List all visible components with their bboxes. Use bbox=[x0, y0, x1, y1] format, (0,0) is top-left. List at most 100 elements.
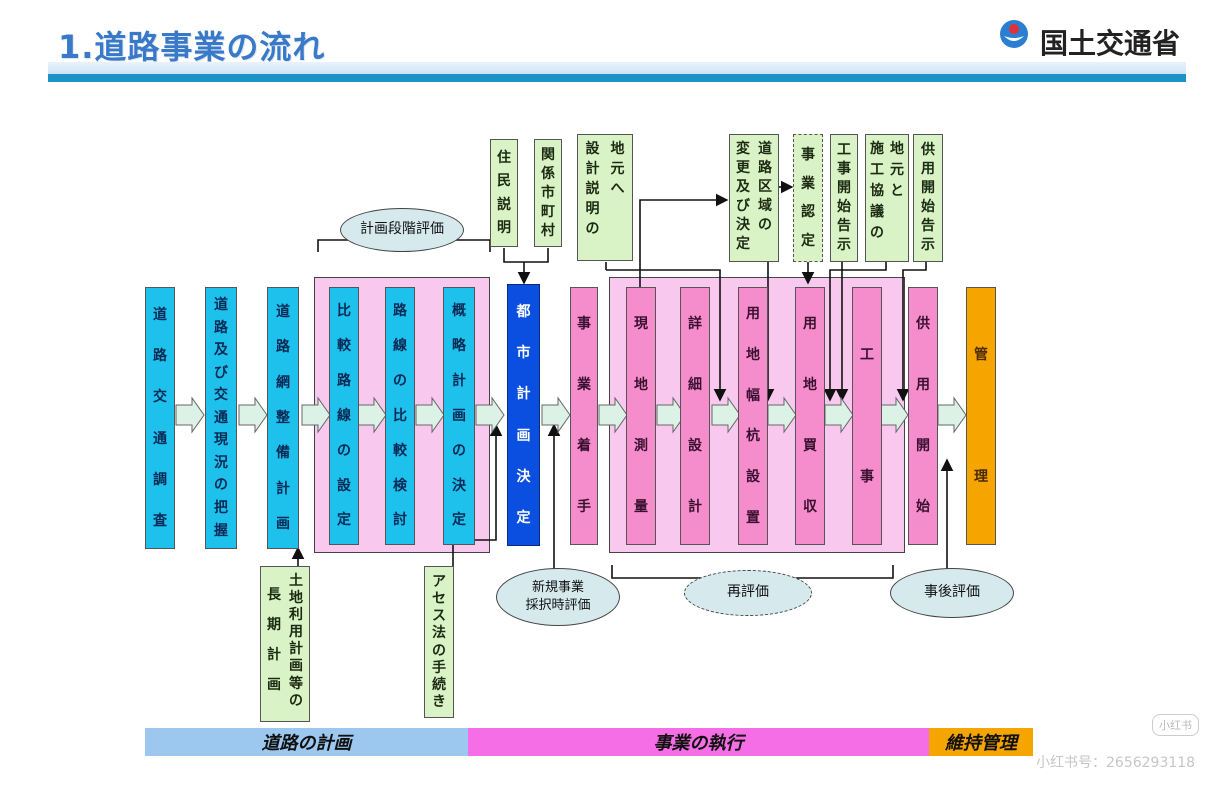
stage-outline-plan: 概略計画の決定 bbox=[443, 287, 475, 545]
char: 変 bbox=[736, 141, 750, 157]
char: ス bbox=[432, 608, 446, 625]
char: 網 bbox=[276, 374, 290, 391]
char: 始 bbox=[921, 199, 935, 216]
char: 杭 bbox=[746, 428, 760, 445]
char: 検 bbox=[393, 477, 407, 494]
char: 計 bbox=[516, 386, 531, 403]
char: 道 bbox=[153, 306, 167, 323]
char: 始 bbox=[916, 499, 930, 516]
char: 告 bbox=[837, 218, 851, 235]
char: 村 bbox=[541, 222, 555, 239]
char: 更 bbox=[736, 160, 750, 177]
stage-route-compare: 路線の比較検討 bbox=[385, 287, 415, 545]
note-label: 変更及び決定 bbox=[736, 141, 750, 255]
phase-maintenance: 維持管理 bbox=[929, 728, 1033, 756]
char: び bbox=[736, 198, 750, 215]
char: 民 bbox=[497, 173, 511, 190]
char: 定 bbox=[736, 236, 750, 253]
char: 示 bbox=[921, 237, 935, 254]
eval-planning-stage: 計画段階評価 bbox=[340, 208, 464, 252]
char: 設 bbox=[688, 438, 702, 455]
char: 理 bbox=[974, 468, 988, 485]
char: 町 bbox=[541, 203, 555, 220]
note-construction-consult: 地元と 施工協議の bbox=[865, 134, 909, 262]
char: 工 bbox=[870, 162, 884, 179]
note-design-briefing: 地元へ 設計説明の bbox=[577, 134, 633, 261]
char: 画 bbox=[276, 516, 290, 533]
char: 定 bbox=[516, 510, 531, 527]
char: 定 bbox=[337, 512, 351, 529]
char: 長 bbox=[267, 587, 281, 603]
stage-field-survey: 現地測量 bbox=[626, 287, 656, 545]
char: 道 bbox=[758, 141, 772, 157]
char: 道 bbox=[214, 297, 228, 314]
char: 用 bbox=[921, 161, 935, 178]
char: の bbox=[585, 221, 600, 238]
stage-management: 管理 bbox=[966, 287, 996, 545]
stage-traffic-survey: 道路交通調査 bbox=[145, 287, 175, 549]
note-label: 道路区域の bbox=[758, 141, 772, 255]
char: と bbox=[890, 183, 904, 200]
char: 道 bbox=[276, 303, 290, 320]
char: 管 bbox=[974, 346, 988, 363]
note-construction-notice: 工事開始告示 bbox=[830, 134, 858, 262]
stage-detailed-design: 詳細設計 bbox=[680, 287, 710, 545]
char: 量 bbox=[634, 499, 648, 516]
char: 比 bbox=[337, 303, 351, 320]
char: 用 bbox=[746, 306, 760, 323]
char: へ bbox=[610, 181, 625, 198]
char: 把 bbox=[214, 500, 228, 516]
char: 置 bbox=[746, 509, 760, 526]
char: 決 bbox=[452, 477, 466, 494]
eval-re-evaluation: 再評価 bbox=[684, 570, 812, 616]
char: 幅 bbox=[746, 387, 760, 404]
stage-current-status: 道路及び交通現況の把握 bbox=[205, 287, 237, 549]
note-label: 施工協議の bbox=[870, 141, 884, 255]
note-label: 設計説明の bbox=[586, 141, 600, 254]
char: 工 bbox=[837, 142, 851, 159]
char: 始 bbox=[837, 199, 851, 216]
char: 業 bbox=[801, 175, 815, 192]
char: 通 bbox=[214, 409, 228, 426]
char: 域 bbox=[758, 198, 772, 215]
char: ア bbox=[432, 573, 446, 590]
char: 説 bbox=[497, 196, 511, 213]
char: 画 bbox=[267, 677, 281, 694]
char: 法 bbox=[432, 625, 446, 642]
char: の bbox=[758, 217, 772, 234]
char: 供 bbox=[921, 142, 935, 159]
char: 画 bbox=[516, 427, 531, 444]
char: 協 bbox=[870, 183, 884, 200]
watermark-badge: 小红书 bbox=[1152, 714, 1199, 736]
char: 手 bbox=[432, 659, 446, 676]
char: 業 bbox=[577, 377, 591, 394]
stage-arrow bbox=[937, 396, 967, 434]
title-underline-accent bbox=[48, 74, 1186, 82]
note-long-term-plan: 土地利用計画等の 長期計画 bbox=[260, 566, 310, 722]
char: 議 bbox=[870, 204, 884, 221]
char: 開 bbox=[921, 180, 935, 197]
note-road-area: 道路区域の 変更及び決定 bbox=[729, 134, 779, 262]
char: 較 bbox=[393, 442, 407, 459]
char: 設 bbox=[746, 468, 760, 485]
title-underline bbox=[48, 62, 1186, 74]
char: 地 bbox=[289, 590, 303, 607]
stage-arrow bbox=[656, 396, 686, 434]
note-project-approval: 事業認定 bbox=[793, 134, 823, 262]
char: 事 bbox=[801, 147, 815, 164]
note-label: 地元へ bbox=[611, 141, 625, 254]
mlit-logo-text: 国土交通省 bbox=[1040, 27, 1181, 60]
char: 較 bbox=[337, 338, 351, 355]
stage-construction: 工事 bbox=[852, 287, 882, 545]
char: 用 bbox=[916, 377, 930, 394]
char: 路 bbox=[758, 160, 772, 177]
note-label: 地元と bbox=[890, 141, 904, 255]
char: の bbox=[870, 225, 884, 242]
char: 交 bbox=[153, 389, 167, 406]
char: 説 bbox=[585, 181, 600, 198]
page-title: 1.道路事業の流れ bbox=[58, 28, 326, 66]
char: 交 bbox=[214, 387, 228, 404]
phase-execution: 事業の執行 bbox=[468, 728, 929, 756]
stage-arrow bbox=[711, 396, 741, 434]
char: 及 bbox=[736, 179, 750, 196]
